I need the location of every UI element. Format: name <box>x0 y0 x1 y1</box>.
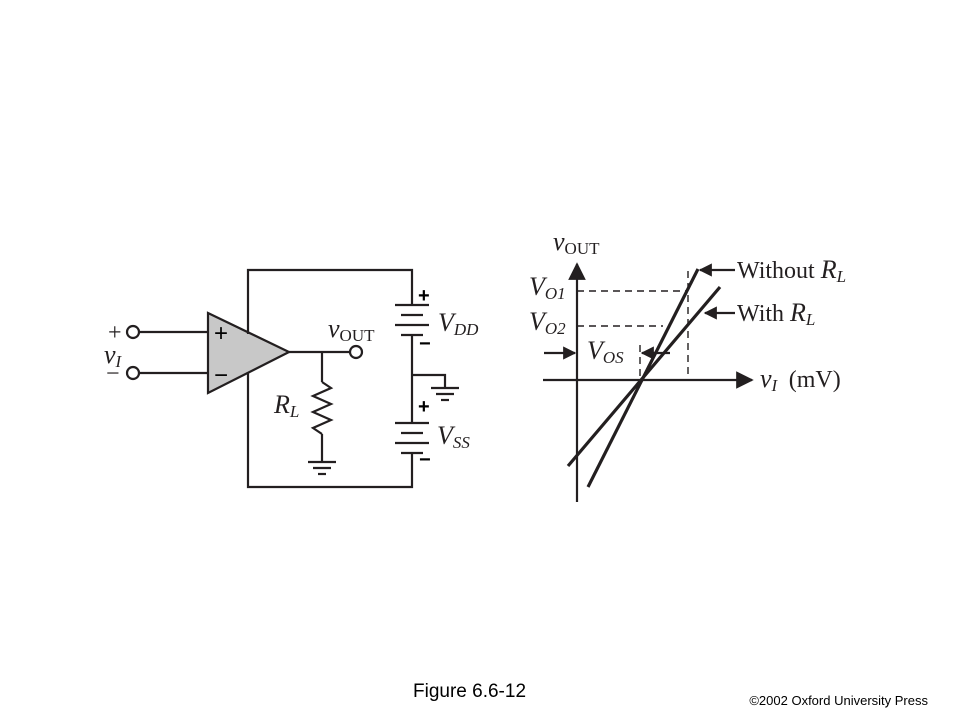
vo2-label: VO2 <box>529 307 566 338</box>
copyright-notice: ©2002 Oxford University Press <box>749 693 928 708</box>
vout-label: vOUT <box>328 314 375 345</box>
input-plus-label: + <box>108 320 122 346</box>
vo1-label: VO1 <box>529 272 566 303</box>
vss-minus-label: − <box>419 449 431 471</box>
vdd-plus-label: + <box>418 285 430 307</box>
input-terminal-plus <box>125 324 141 340</box>
vdd-minus-label: − <box>419 333 431 355</box>
ground-wire-mid <box>412 373 447 388</box>
ground-symbol-rl <box>308 460 336 476</box>
vdd-battery <box>395 303 429 337</box>
y-axis-label: vOUT <box>553 227 600 258</box>
supply-wire-top <box>246 268 414 334</box>
circuit-diagram: + − + − vI vOUT RL <box>104 268 479 489</box>
vdd-label: VDD <box>438 308 479 339</box>
ground-symbol-mid <box>431 386 459 402</box>
supply-wire-bottom <box>246 372 414 489</box>
figure-caption: Figure 6.6-12 <box>413 681 526 702</box>
load-resistor <box>310 381 334 435</box>
input-terminal-minus <box>125 365 141 381</box>
with-rl-line <box>566 285 722 468</box>
rl-label: RL <box>273 390 299 421</box>
transfer-graph: vOUT vI (mV) VO1 VO2 VOS Without RL <box>529 227 846 502</box>
without-rl-label: Without RL <box>737 255 846 286</box>
input-voltage-label: vI <box>104 340 123 371</box>
vos-label: VOS <box>587 336 624 367</box>
input-minus-label: − <box>106 361 120 387</box>
vss-plus-label: + <box>418 396 430 418</box>
vss-label: VSS <box>437 421 470 452</box>
opamp-minus-label: − <box>214 362 228 389</box>
with-rl-label: With RL <box>737 298 815 329</box>
opamp-plus-label: + <box>214 320 228 347</box>
x-axis-label: vI (mV) <box>760 364 841 397</box>
output-terminal <box>348 344 364 360</box>
vss-battery <box>395 421 429 455</box>
